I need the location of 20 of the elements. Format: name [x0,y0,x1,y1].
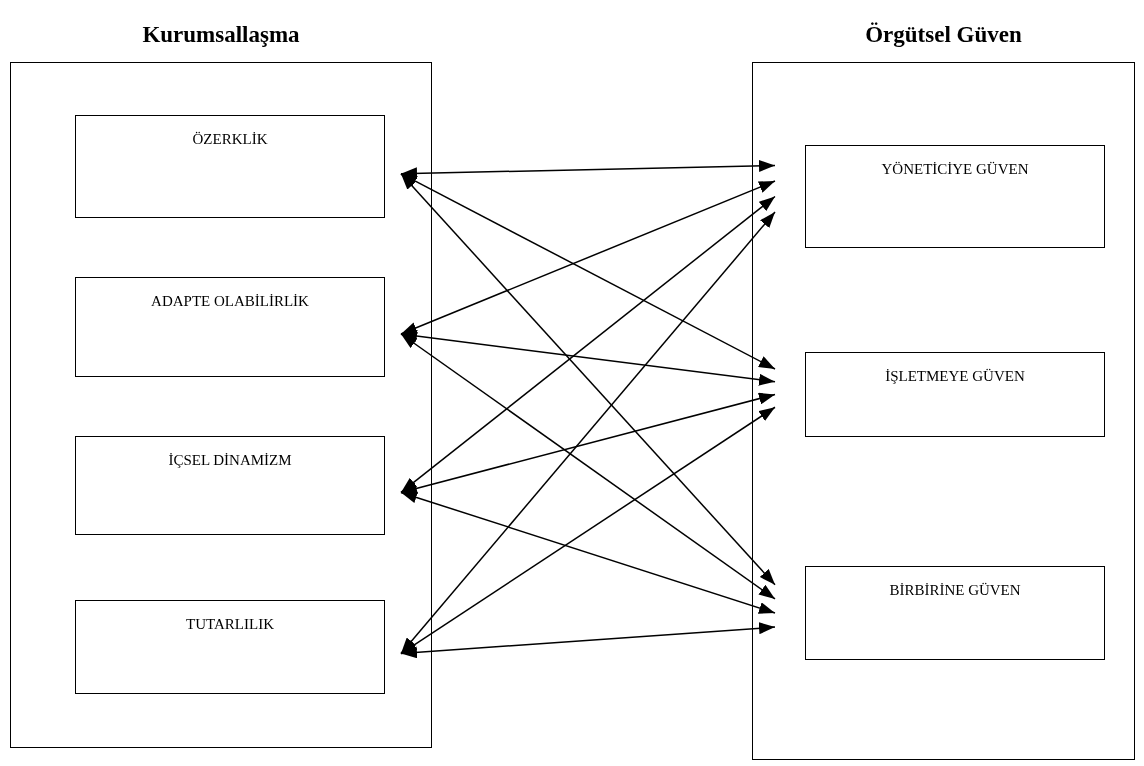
double-arrow [400,392,776,495]
process-box: ADAPTE OLABİLİRLİK [75,277,385,377]
double-arrow [400,180,776,335]
double-arrow [400,491,776,614]
process-box: BİRBİRİNE GÜVEN [805,566,1105,660]
double-arrow [400,195,776,494]
process-box: TUTARLILIK [75,600,385,694]
double-arrow [400,172,776,586]
process-box: YÖNETİCİYE GÜVEN [805,145,1105,248]
double-arrow [400,333,776,600]
group-title: Örgütsel Güven [864,21,1023,49]
process-box: ÖZERKLİK [75,115,385,218]
process-box: İÇSEL DİNAMİZM [75,436,385,535]
process-box: İŞLETMEYE GÜVEN [805,352,1105,437]
group-title: Kurumsallaşma [141,21,301,49]
double-arrow [400,211,776,655]
double-arrow [400,330,776,386]
double-arrow [400,622,776,659]
double-arrow [400,172,776,370]
double-arrow [400,406,776,655]
